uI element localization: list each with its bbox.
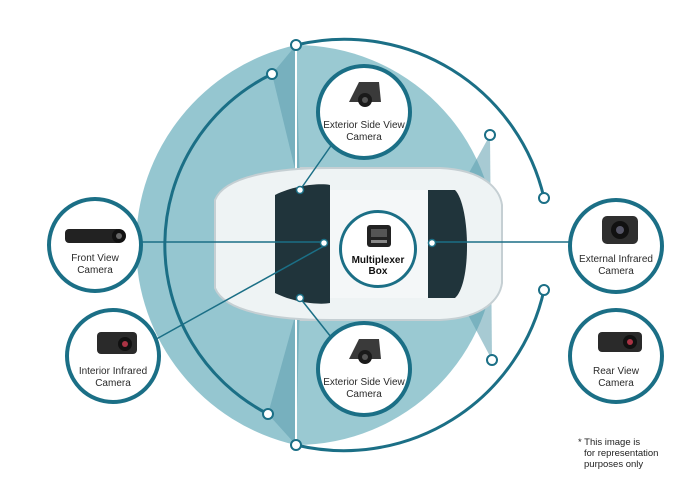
label-line: Camera bbox=[598, 378, 634, 389]
arc-end-dot bbox=[486, 354, 498, 366]
external-infrared-label: External Infrared Camera bbox=[572, 254, 660, 278]
exterior-side-top-label: Exterior Side View Camera bbox=[320, 120, 408, 144]
multiplexer-callout: Multiplexer Box bbox=[339, 210, 417, 288]
connector-dot bbox=[427, 238, 437, 248]
arc-end-dot bbox=[262, 408, 274, 420]
label-line: Exterior Side View bbox=[323, 120, 405, 131]
exterior-side-bottom-label: Exterior Side View Camera bbox=[320, 377, 408, 401]
front-view-callout: Front View Camera bbox=[47, 197, 143, 293]
note-line: purposes only bbox=[584, 459, 644, 470]
arc-end-dot bbox=[290, 39, 302, 51]
dashcam-icon bbox=[65, 229, 126, 243]
label-line: Camera bbox=[346, 132, 382, 143]
connector-dot bbox=[295, 293, 305, 303]
exterior-side-bottom-callout: Exterior Side View Camera bbox=[316, 321, 412, 417]
side-top-wedge bbox=[272, 45, 300, 190]
front-view-label: Front View Camera bbox=[51, 253, 139, 277]
connector-dot bbox=[319, 238, 329, 248]
side-bottom-wedge bbox=[268, 298, 300, 445]
label-line: Interior Infrared bbox=[78, 366, 148, 377]
multiplexer-box-icon bbox=[367, 225, 391, 247]
interior-infrared-label: Interior Infrared Camera bbox=[69, 366, 157, 390]
side-camera-icon bbox=[349, 339, 381, 364]
label-line: Camera bbox=[598, 266, 634, 277]
infrared-camera-icon bbox=[97, 332, 137, 354]
arc-end-dot bbox=[538, 192, 550, 204]
label-line: Box bbox=[368, 266, 388, 277]
arc-end-dot bbox=[290, 439, 302, 451]
rear-camera-icon bbox=[598, 332, 642, 352]
rear-view-callout: Rear View Camera bbox=[568, 308, 664, 404]
label-line: Front View bbox=[71, 253, 119, 264]
label-line: Multiplexer bbox=[351, 255, 405, 266]
exterior-side-top-callout: Exterior Side View Camera bbox=[316, 64, 412, 160]
side-camera-icon bbox=[349, 82, 381, 107]
arc-end-dot bbox=[538, 284, 550, 296]
label-line: Camera bbox=[77, 265, 113, 276]
connector-dot bbox=[295, 185, 305, 195]
label-line: Rear View bbox=[593, 366, 639, 377]
infrared-camera-icon bbox=[602, 216, 638, 244]
interior-infrared-callout: Interior Infrared Camera bbox=[65, 308, 161, 404]
representation-note: * This image is for representation purpo… bbox=[578, 437, 678, 470]
car-top-view-icon bbox=[214, 167, 503, 321]
label-line: Camera bbox=[346, 389, 382, 400]
label-line: External Infrared bbox=[579, 254, 653, 265]
arc-end-dot bbox=[266, 68, 278, 80]
multiplexer-label: Multiplexer Box bbox=[342, 255, 414, 277]
label-line: Exterior Side View bbox=[323, 377, 405, 388]
rear-view-label: Rear View Camera bbox=[572, 366, 660, 390]
arc-end-dot bbox=[484, 129, 496, 141]
note-line: for representation bbox=[584, 448, 659, 459]
external-infrared-callout: External Infrared Camera bbox=[568, 198, 664, 294]
note-line: * This image is bbox=[578, 437, 641, 448]
label-line: Camera bbox=[95, 378, 131, 389]
